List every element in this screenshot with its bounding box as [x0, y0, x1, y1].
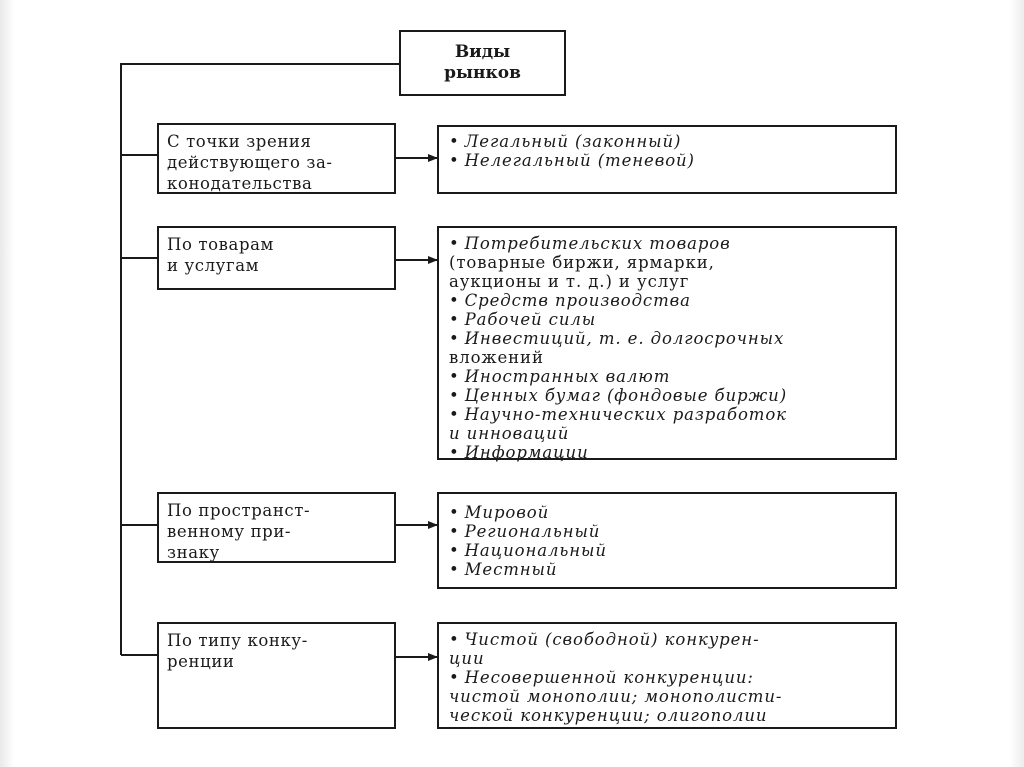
list-item-continuation: аукционы и т. д.) и услуг [449, 272, 690, 291]
category-box-legal: С точки зрения действующего за- конодате… [157, 123, 396, 194]
list-item-continuation: и инноваций [449, 424, 570, 443]
bullet-icon: • [449, 329, 460, 348]
list-item: •Средств производства [449, 291, 691, 310]
category-label-line: По товарам [167, 235, 274, 254]
list-item: •Мировой [449, 503, 550, 522]
list-item: •Национальный [449, 541, 607, 560]
bullet-icon: • [449, 630, 460, 649]
items-box-spatial: •Мировой •Региональный •Национальный •Ме… [437, 492, 897, 589]
list-item: •Чистой (свободной) конкурен- [449, 630, 760, 649]
category-box-competition: По типу конку- ренции [157, 622, 396, 729]
list-item: •Информации [449, 443, 589, 462]
title-line: рынков [444, 63, 521, 83]
category-box-goods: По товарам и услугам [157, 226, 396, 290]
category-label-line: По типу конку- [167, 631, 308, 650]
bullet-icon: • [449, 151, 460, 170]
list-item: •Нелегальный (теневой) [449, 151, 695, 170]
category-label-line: По пространст- [167, 501, 311, 520]
spine-line [120, 63, 399, 655]
bullet-icon: • [449, 503, 460, 522]
list-item-continuation: (товарные биржи, ярмарки, [449, 253, 715, 272]
bullet-icon: • [449, 405, 460, 424]
list-item: •Местный [449, 560, 558, 579]
list-item: •Иностранных валют [449, 367, 671, 386]
list-item: •Региональный [449, 522, 601, 541]
category-box-spatial: По пространст- венному при- знаку [157, 492, 396, 563]
list-item: •Ценных бумаг (фондовые биржи) [449, 386, 788, 405]
items-box-goods: •Потребительских товаров (товарные биржи… [437, 226, 897, 462]
list-item: •Рабочей силы [449, 310, 597, 329]
items-box-legal: •Легальный (законный) •Нелегальный (тене… [437, 125, 897, 194]
title-box: Виды рынков [399, 30, 566, 96]
bullet-icon: • [449, 541, 460, 560]
category-label-line: действующего за- [167, 153, 333, 172]
category-label-line: и услугам [167, 256, 260, 275]
list-item-continuation: чистой монополии; монополисти- [449, 687, 783, 706]
bullet-icon: • [449, 367, 460, 386]
bullet-icon: • [449, 234, 460, 253]
title-line: Виды [454, 42, 511, 62]
list-item: •Инвестиций, т. е. долгосрочных [449, 329, 785, 348]
category-label-line: конодательства [167, 174, 313, 193]
bullet-icon: • [449, 386, 460, 405]
bullet-icon: • [449, 443, 460, 462]
list-item: •Потребительских товаров [449, 234, 731, 253]
category-label-line: знаку [167, 543, 220, 562]
list-item: •Несовершенной конкуренции: [449, 668, 754, 687]
category-label-line: С точки зрения [167, 132, 312, 151]
bullet-icon: • [449, 310, 460, 329]
bullet-icon: • [449, 560, 460, 579]
items-box-competition: •Чистой (свободной) конкурен- ции •Несов… [437, 622, 897, 729]
category-label-line: венному при- [167, 522, 292, 541]
category-label-line: ренции [167, 652, 235, 671]
bullet-icon: • [449, 668, 460, 687]
list-item-continuation: вложений [449, 348, 544, 367]
bullet-icon: • [449, 522, 460, 541]
list-item: •Научно-технических разработок [449, 405, 787, 424]
bullet-icon: • [449, 132, 460, 151]
list-item: •Легальный (законный) [449, 132, 682, 151]
list-item-continuation: ческой конкуренции; олигополии [449, 706, 768, 725]
list-item-continuation: ции [449, 649, 485, 668]
bullet-icon: • [449, 291, 460, 310]
